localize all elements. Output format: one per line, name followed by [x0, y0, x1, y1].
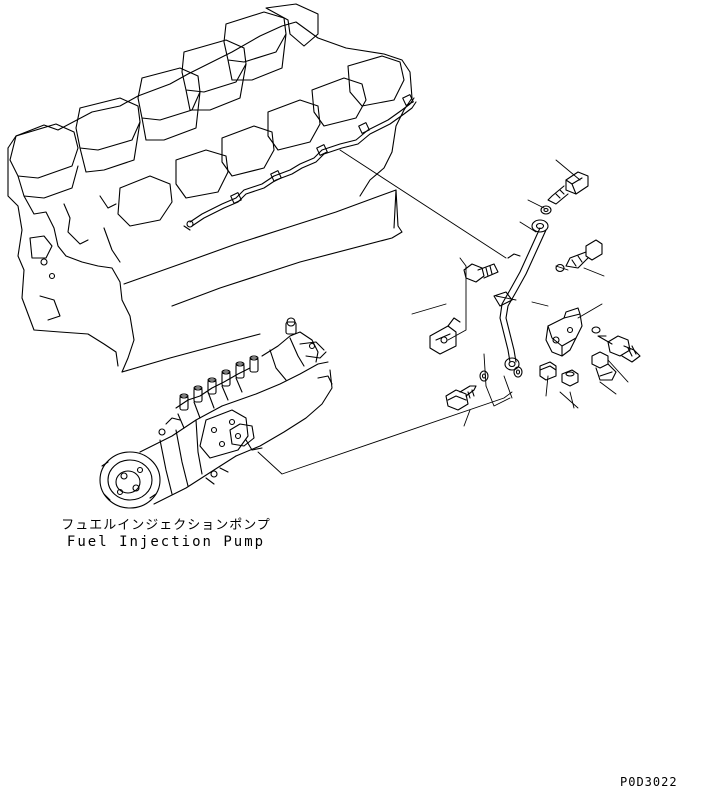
lower-banjo-bolt [446, 386, 476, 410]
washers [480, 367, 522, 381]
pipe-bracket [430, 318, 460, 354]
cap-nut [540, 362, 556, 380]
caption-english: Fuel Injection Pump [66, 534, 266, 550]
reference-lines [258, 150, 628, 474]
drawing-code: P0D3022 [620, 775, 678, 789]
valve-block-bolt [592, 327, 640, 362]
relief-fitting [592, 352, 616, 380]
block-side-bolt [556, 240, 602, 272]
upper-banjo-bolt [541, 172, 588, 214]
engine-block [8, 4, 412, 372]
fuel-injection-pump [100, 318, 332, 508]
caption-japanese: フュエルインジェクションポンプ [61, 518, 271, 533]
callout-braces [484, 354, 578, 408]
bracket-bolt [464, 264, 498, 282]
overflow-valve-block [546, 308, 582, 356]
overflow-pipe [494, 220, 548, 370]
small-plug [562, 370, 578, 386]
injection-lines [184, 95, 416, 230]
